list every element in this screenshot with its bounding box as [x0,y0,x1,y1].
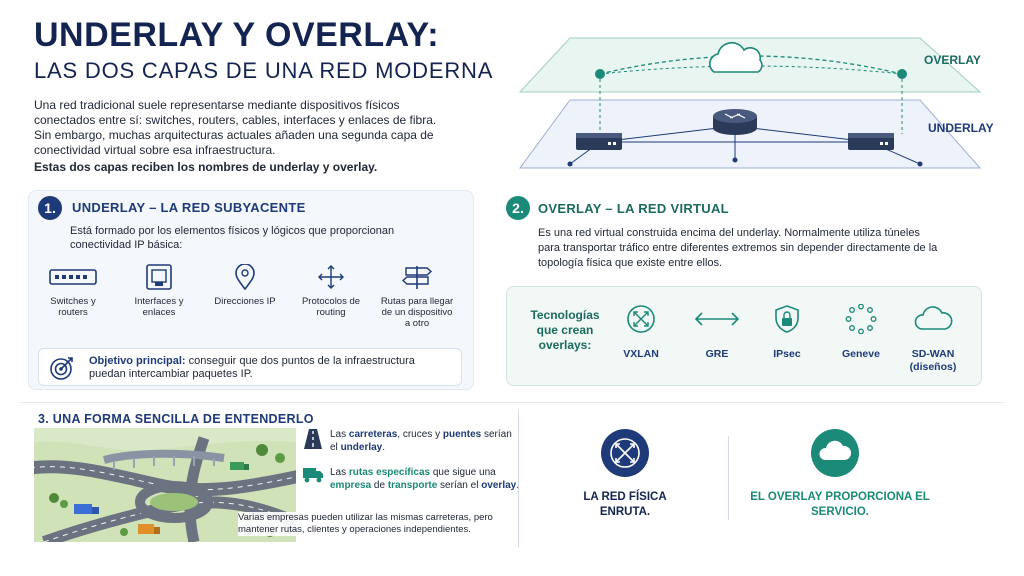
tech-label: IPsec [773,348,801,360]
technologies-panel [506,286,982,386]
overlay-endpoint-left [595,69,605,79]
component-interfaces: Interfaces y enlaces [122,264,196,318]
routing-arrows-icon [318,265,344,289]
goal-description: conseguir que dos puntos de la infraestr… [89,355,415,380]
location-pin-icon [235,264,255,290]
legend-strong: empresa [330,480,372,491]
overlay-cloud-icon [709,41,763,73]
tech-ipsec: IPsec [752,304,822,361]
blue-truck-icon [74,504,99,514]
target-icon [50,357,73,380]
legend-strong: puentes [442,429,482,440]
intro-paragraph: Una red tradicional suele representarse … [34,98,437,157]
analogy-note: Varias empresas pueden utilizar las mism… [238,512,500,536]
underlay-description: Está formado por los elementos físicos y… [70,225,395,251]
cloud-icon [914,306,953,330]
legend-text: . [382,442,386,453]
section-number-1: 1. [38,196,62,220]
tech-label: SD-WAN (diseños) [909,348,957,373]
switch-right-icon [848,133,894,150]
component-routing: Protocolos de routing [294,264,368,318]
component-label: Rutas para llegar de un dispositivo a ot… [380,296,454,329]
overlay-endpoint-right [897,69,907,79]
legend-strong: underlay [340,442,383,453]
conclusion-physical: LA RED FÍSICA ENRUTA. [583,491,667,518]
underlay-section-title: UNDERLAY – LA RED SUBYACENTE [72,200,306,215]
legend-text: serían el [330,429,512,453]
tech-label: Geneve [842,348,880,360]
legend-text: serían el [437,480,482,491]
conclusion-overlay: EL OVERLAY PROPORCIONA EL SERVICIO. [750,491,930,518]
double-arrow-icon [694,312,740,326]
dotted-circle-icon [845,304,877,334]
component-label: Direcciones IP [214,296,276,307]
vxlan-icon [627,305,655,333]
intro-bold-line: Estas dos capas reciben los nombres de u… [34,160,378,174]
goal-label: Objetivo principal: [89,355,186,367]
vertical-divider [518,410,519,548]
goal-box: Objetivo principal: conseguir que dos pu… [38,348,462,386]
tech-label: GRE [705,348,729,360]
section-number-2: 2. [506,196,530,220]
overlay-layer-label: OVERLAY [924,53,981,67]
legend-text: de [371,480,388,491]
legend-text: Las [330,429,349,440]
component-switches: Switches y routers [36,264,110,318]
truck-icon [303,468,323,483]
tech-gre: GRE [682,304,752,361]
legend-strong: overlay [481,480,517,491]
underlay-layer-label: UNDERLAY [928,121,994,135]
legend-strong: rutas específicas [348,467,431,478]
interface-icon [146,264,172,290]
component-label: Protocolos de routing [301,296,361,318]
overlay-section-title: OVERLAY – LA RED VIRTUAL [538,201,729,216]
overlay-service-cloud-icon [811,429,859,477]
switch-left-icon [576,133,622,150]
technologies-title: Tecnologías que crean overlays: [530,308,600,352]
physical-network-icon [601,429,649,477]
tech-sdwan: SD-WAN (diseños) [898,304,968,374]
green-truck-icon [230,462,249,470]
legend-text: . [516,480,519,491]
tech-vxlan: VXLAN [606,304,676,361]
orange-truck-icon [138,524,160,534]
legend-strong: carreteras [348,429,398,440]
legend-text: que sigue una [430,467,496,478]
component-routes: Rutas para llegar de un dispositivo a ot… [380,264,454,329]
shield-lock-icon [775,305,799,333]
page-subtitle: LAS DOS CAPAS DE UNA RED MODERNA [34,58,494,83]
legend-strong: transporte [387,480,438,491]
component-ip: Direcciones IP [208,264,282,307]
goal-text: Objetivo principal: conseguir que dos pu… [89,355,449,381]
section-divider [20,402,1004,403]
vertical-divider [728,436,729,520]
road-icon [304,429,322,449]
analogy-section-title: 3. UNA FORMA SENCILLA DE ENTENDERLO [38,412,314,426]
page-title: UNDERLAY Y OVERLAY: [34,16,440,54]
overlay-description: Es una red virtual construida encima del… [538,227,938,269]
component-label: Interfaces y enlaces [134,296,184,318]
underlay-plane [519,99,982,169]
overlay-underlay-diagram [518,37,982,169]
tech-label: VXLAN [623,348,659,360]
legend-text: Las [330,467,349,478]
legend-text: , cruces y [397,429,443,440]
signpost-icon [401,266,433,289]
tech-geneve: Geneve [826,304,896,361]
router-center-icon [713,109,757,135]
switch-icon [49,269,97,285]
component-label: Switches y routers [50,296,96,318]
